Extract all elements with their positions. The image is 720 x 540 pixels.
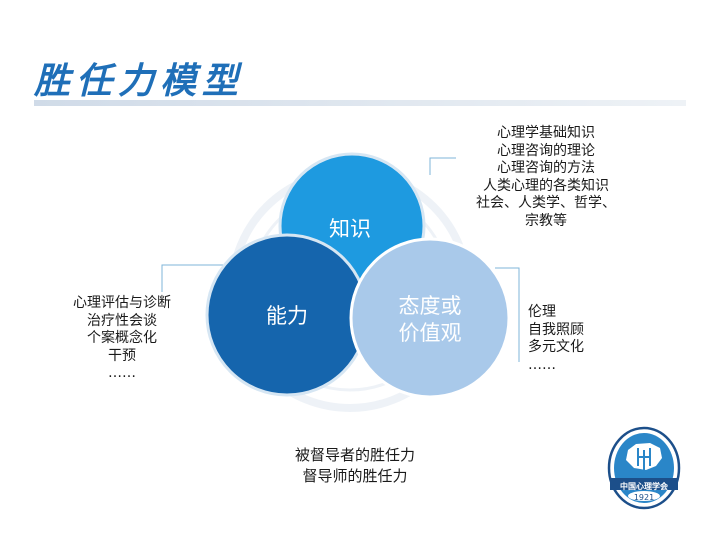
attitude-circle-label: 态度或 价值观	[375, 293, 485, 347]
ability-item: 个案概念化	[87, 330, 157, 346]
attitude-item: 多元文化	[528, 339, 584, 355]
ability-item: 治疗性会谈	[87, 312, 157, 329]
knowledge-item: 社会、人类学、哲学、	[476, 195, 616, 211]
connector-lines	[161, 157, 520, 362]
logo-name: 中国心理学会	[620, 482, 668, 491]
knowledge-circle-label: 知识	[329, 217, 371, 241]
knowledge-connector	[429, 157, 456, 175]
ability-item: ……	[108, 365, 136, 381]
ability-items: 心理评估与诊断 治疗性会谈 个案概念化 干预 ……	[52, 295, 192, 383]
knowledge-item: 心理咨询的方法	[497, 160, 595, 176]
ability-circle-label: 能力	[266, 304, 308, 328]
caption-line: 督导师的胜任力	[302, 467, 408, 485]
page-title: 胜任力模型	[34, 61, 245, 102]
ability-item: 干预	[108, 347, 136, 364]
knowledge-item: 宗教等	[525, 212, 567, 229]
attitude-items: 伦理 自我照顾 多元文化 ……	[528, 304, 584, 374]
knowledge-item: 心理咨询的理论	[497, 142, 595, 159]
bottom-caption: 被督导者的胜任力 督导师的胜任力	[250, 445, 460, 487]
attitude-circle	[349, 237, 511, 399]
attitude-item: ……	[528, 356, 556, 373]
society-logo: 中国心理学会 1921	[606, 426, 682, 514]
attitude-connector	[495, 267, 520, 362]
ability-connector	[161, 264, 230, 292]
attitude-item: 伦理	[528, 304, 556, 320]
caption-line: 被督导者的胜任力	[294, 446, 415, 464]
attitude-item: 自我照顾	[528, 321, 584, 338]
attitude-label-line: 态度或	[398, 294, 462, 318]
knowledge-items: 心理学基础知识 心理咨询的理论 心理咨询的方法 人类心理的各类知识 社会、人类学…	[456, 125, 636, 230]
logo-year: 1921	[633, 493, 655, 502]
knowledge-item: 人类心理的各类知识	[483, 177, 609, 194]
logo-emblem-icon	[607, 426, 681, 510]
knowledge-item: 心理学基础知识	[497, 125, 595, 141]
title-underline	[34, 100, 686, 106]
ability-item: 心理评估与诊断	[73, 295, 171, 311]
attitude-label-line: 价值观	[398, 321, 462, 345]
